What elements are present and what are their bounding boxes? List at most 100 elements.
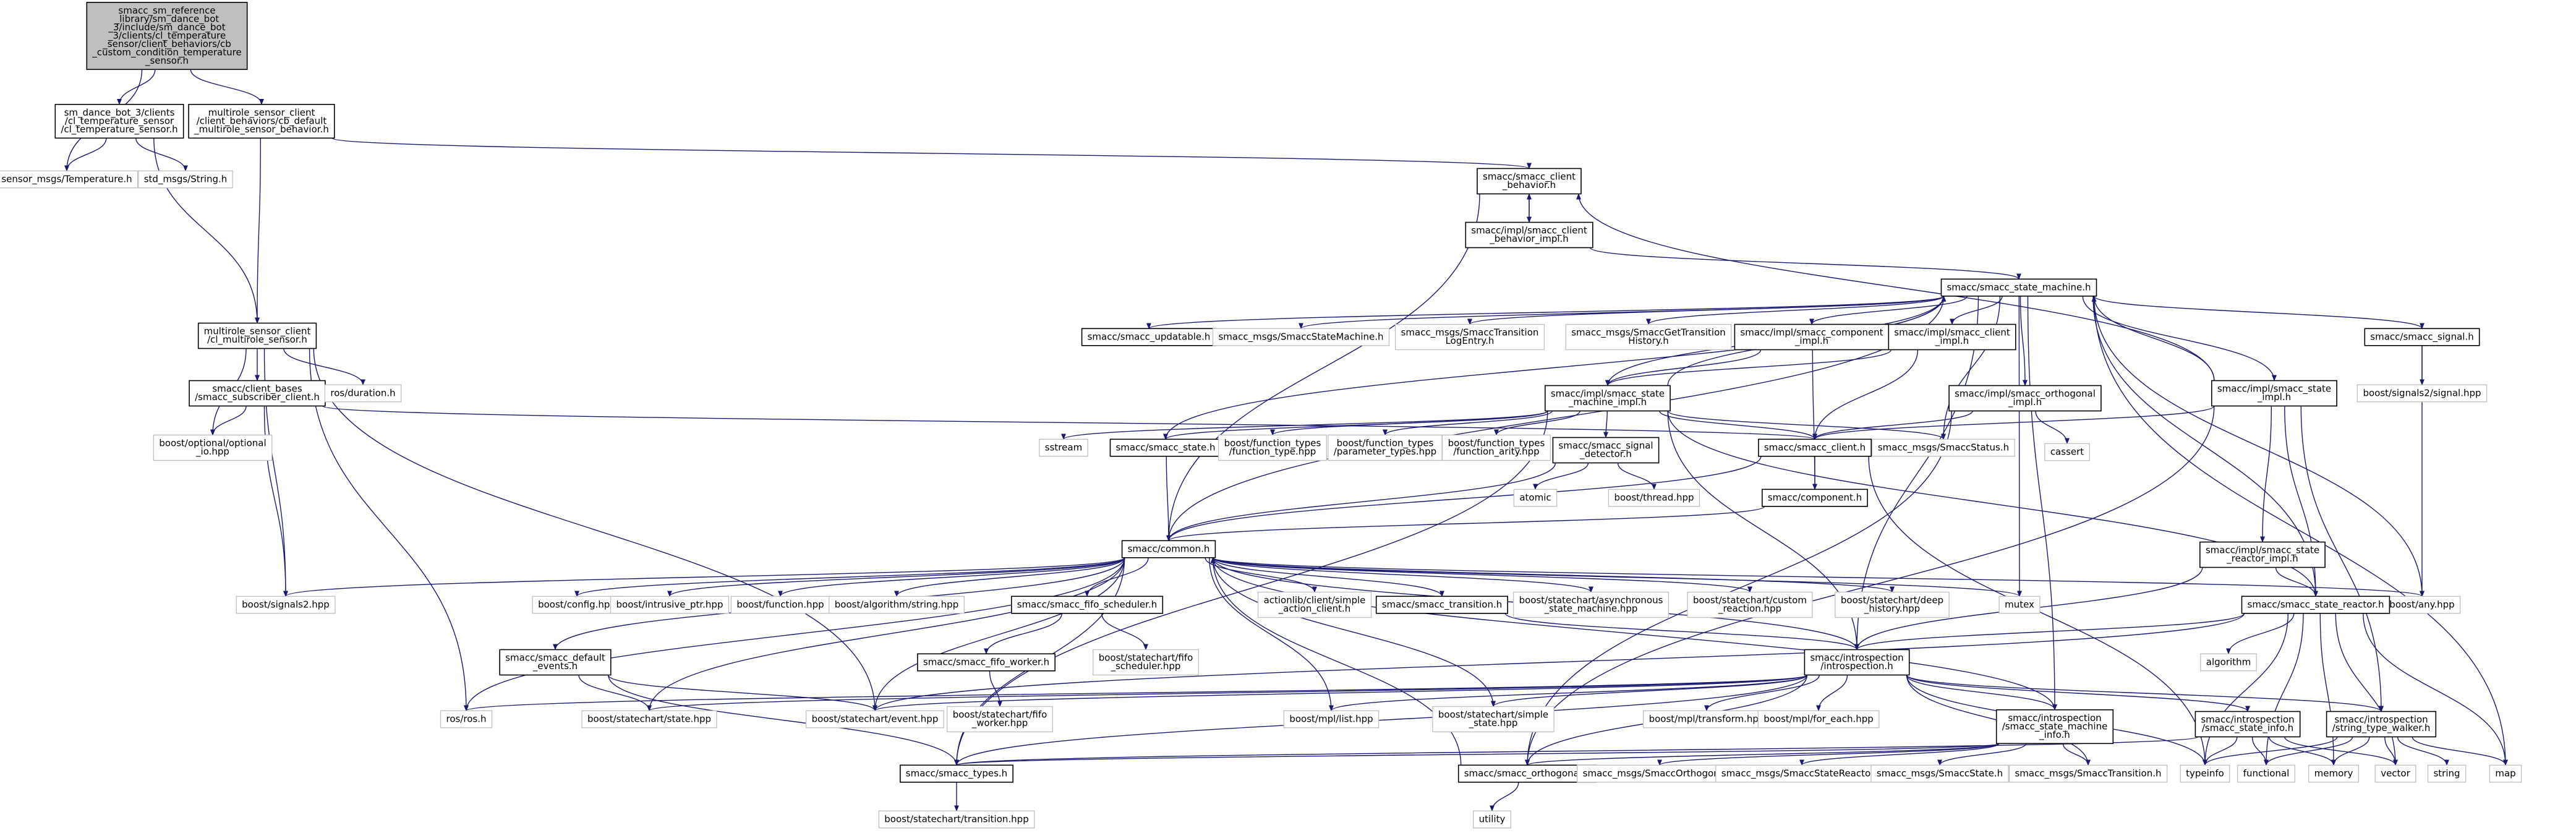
node-label: _sensor.h xyxy=(145,55,189,67)
node-smacc-subscriber-client[interactable]: smacc/client_bases/smacc_subscriber_clie… xyxy=(189,380,326,407)
node-box xyxy=(581,710,717,728)
node-label: boost/statechart/fifo xyxy=(953,709,1047,720)
node-smacc-transition[interactable]: smacc/smacc_transition.h xyxy=(1375,596,1508,614)
edge-smacc-orthogonal-impl-to-cassert xyxy=(2035,411,2070,445)
node-box xyxy=(1513,489,1558,507)
node-smacc-state-reactor[interactable]: smacc/smacc_state_reactor.h xyxy=(2241,596,2390,614)
node-box xyxy=(900,764,1014,783)
node-box xyxy=(2427,764,2467,783)
node-label: multirole_sensor_client xyxy=(204,326,311,338)
edge-common-to-smacc-state-machine-info xyxy=(1212,557,2057,711)
node-label: boost/statechart/event.hpp xyxy=(812,713,939,724)
node-label: smacc/component.h xyxy=(1768,492,1862,503)
node-smacc-orthogonal[interactable]: smacc/smacc_orthogonal.h xyxy=(1457,764,1597,783)
node-label: /function_type.hpp xyxy=(1229,446,1316,458)
node-smacc-state-impl[interactable]: smacc/impl/smacc_state_impl.h xyxy=(2211,380,2337,407)
node-function-type: boost/function_types/function_type.hpp xyxy=(1218,434,1327,461)
node-smacc-msgs-status: smacc_msgs/SmaccStatus.h xyxy=(1872,438,2015,457)
node-introspection[interactable]: smacc/introspection/introspection.h xyxy=(1804,649,1910,676)
node-label: smacc/impl/smacc_state xyxy=(2217,383,2331,395)
node-string-type-walker[interactable]: smacc/introspection/string_type_walker.h xyxy=(2326,711,2437,738)
node-smacc-signal-detector[interactable]: smacc/smacc_signal_detector.h xyxy=(1552,437,1660,464)
edge-default-events-to-statechart-event xyxy=(608,675,877,712)
node-common[interactable]: smacc/common.h xyxy=(1121,540,1216,558)
node-smacc-updatable[interactable]: smacc/smacc_updatable.h xyxy=(1081,328,1217,346)
node-asynchronous-state-machine: boost/statechart/asynchronous_state_mach… xyxy=(1512,591,1670,618)
node-label: std_msgs/String.h xyxy=(144,173,228,185)
node-box xyxy=(440,710,493,728)
edge-common-to-deep-history xyxy=(1212,557,1895,593)
edge-smacc-state-reactor-to-memory xyxy=(2319,613,2336,766)
node-label: _library/sm_dance_bot xyxy=(114,13,220,25)
node-box xyxy=(1948,385,2102,412)
node-label: smacc_msgs/SmaccStatus.h xyxy=(1878,442,2009,453)
node-smacc-types[interactable]: smacc/smacc_types.h xyxy=(900,764,1014,783)
node-smacc-client-behavior-impl[interactable]: smacc/impl/smacc_client_behavior_impl.h xyxy=(1465,221,1593,249)
node-box xyxy=(2211,380,2337,407)
node-smacc-state-info[interactable]: smacc/introspection/smacc_state_info.h xyxy=(2194,711,2301,738)
node-label: _action_client.h xyxy=(1278,603,1351,615)
node-box xyxy=(138,170,233,189)
node-box xyxy=(2356,384,2488,403)
node-label: smacc/smacc_state_reactor.h xyxy=(2248,599,2384,610)
node-label: smacc/smacc_state.h xyxy=(1115,442,1215,453)
node-smacc-state-machine[interactable]: smacc/smacc_state_machine.h xyxy=(1940,278,2097,297)
node-box xyxy=(1212,328,1390,346)
node-label: algorithm xyxy=(2206,656,2251,667)
node-box xyxy=(610,596,730,614)
node-state-reactor-impl[interactable]: smacc/impl/smacc_state_reactor_impl.h xyxy=(2199,541,2326,568)
node-smacc-client[interactable]: smacc/smacc_client.h xyxy=(1758,438,1872,457)
node-label: smacc/smacc_updatable.h xyxy=(1088,331,1211,343)
edge-common-to-statechart-state xyxy=(647,557,1125,712)
node-boost-any: boost/any.hpp xyxy=(2383,596,2461,614)
node-smacc-component-impl[interactable]: smacc/impl/smacc_component_impl.h xyxy=(1734,323,1890,351)
node-box xyxy=(2326,711,2437,738)
node-label: smacc/smacc_orthogonal.h xyxy=(1464,767,1591,779)
edge-common-to-smacc-transition xyxy=(1212,557,1444,597)
edge-cl-temperature-sensor-to-std-msgs-string xyxy=(135,138,188,172)
edge-smacc-state-machine-impl-to-smacc-client xyxy=(1659,411,1817,440)
node-smacc-state-machine-impl[interactable]: smacc/impl/smacc_state_machine_impl.h xyxy=(1545,385,1671,412)
node-label: smacc_sm_reference xyxy=(118,5,215,17)
node-label: History.h xyxy=(1628,335,1669,346)
edge-state-reactor-impl-to-smacc-state-reactor xyxy=(2275,567,2318,597)
node-smacc-client-impl[interactable]: smacc/impl/smacc_client_impl.h xyxy=(1888,323,2016,351)
node-label: multirole_sensor_client xyxy=(208,107,315,119)
node-smacc-state-machine-info[interactable]: smacc/introspection/smacc_state_machine_… xyxy=(1995,709,2114,745)
node-box xyxy=(878,810,1035,829)
node-sensor-msgs-temperature: sensor_msgs/Temperature.h xyxy=(0,170,139,189)
edge-smacc-state-reactor-to-vector xyxy=(2335,613,2398,766)
edge-smacc-subscriber-client-to-boost-optional-io xyxy=(210,406,247,436)
node-label: smacc/common.h xyxy=(1128,543,1210,554)
node-smacc-signal[interactable]: smacc/smacc_signal.h xyxy=(2364,328,2480,346)
node-fifo-scheduler[interactable]: smacc/smacc_fifo_scheduler.h xyxy=(1011,596,1164,614)
node-utility: utility xyxy=(1473,810,1512,829)
node-label: _worker.hpp xyxy=(971,717,1028,729)
node-smacc-client-behavior[interactable]: smacc/smacc_client_behavior.h xyxy=(1477,168,1582,195)
node-label: _behavior_impl.h xyxy=(1489,233,1569,245)
node-fifo-worker[interactable]: smacc/smacc_fifo_worker.h xyxy=(917,653,1056,672)
node-label: smacc/introspection xyxy=(1810,652,1903,664)
node-default-events[interactable]: smacc/smacc_default_events.h xyxy=(499,649,612,676)
node-component[interactable]: smacc/component.h xyxy=(1762,489,1868,507)
node-root[interactable]: smacc_sm_reference_library/sm_dance_bot _… xyxy=(86,1,248,70)
node-box xyxy=(86,1,248,70)
node-box xyxy=(805,710,944,728)
node-cb-default-multirole[interactable]: multirole_sensor_client/client_behaviors… xyxy=(188,104,335,139)
node-cl-temperature-sensor[interactable]: sm_dance_bot_3/clients/cl_temperature_se… xyxy=(54,104,184,139)
node-label: boost/algorithm/string.hpp xyxy=(835,599,958,610)
node-smacc-state[interactable]: smacc/smacc_state.h xyxy=(1109,438,1222,457)
node-box xyxy=(1257,591,1372,618)
node-box xyxy=(197,322,317,349)
edge-smacc-state-to-common xyxy=(1166,456,1171,542)
node-cl-multirole-sensor[interactable]: multirole_sensor_client/cl_multirole_sen… xyxy=(197,322,317,349)
node-label: _sensor/client_behaviors/cb xyxy=(102,38,231,50)
node-mpl-transform: boost/mpl/transform.hpp xyxy=(1642,710,1771,728)
node-label: smacc/smacc_default xyxy=(505,652,605,664)
edge-fifo-scheduler-to-fifo-scheduler-hpp xyxy=(1101,613,1148,651)
node-smacc-orthogonal-impl[interactable]: smacc/impl/smacc_orthogonal_impl.h xyxy=(1948,385,2102,412)
node-label: smacc/smacc_client.h xyxy=(1764,442,1866,453)
node-label: smacc/smacc_fifo_worker.h xyxy=(923,656,1049,668)
edge-introspection-to-string-type-walker xyxy=(1906,674,2384,712)
edge-introspection-to-ros-ros xyxy=(464,674,1808,712)
